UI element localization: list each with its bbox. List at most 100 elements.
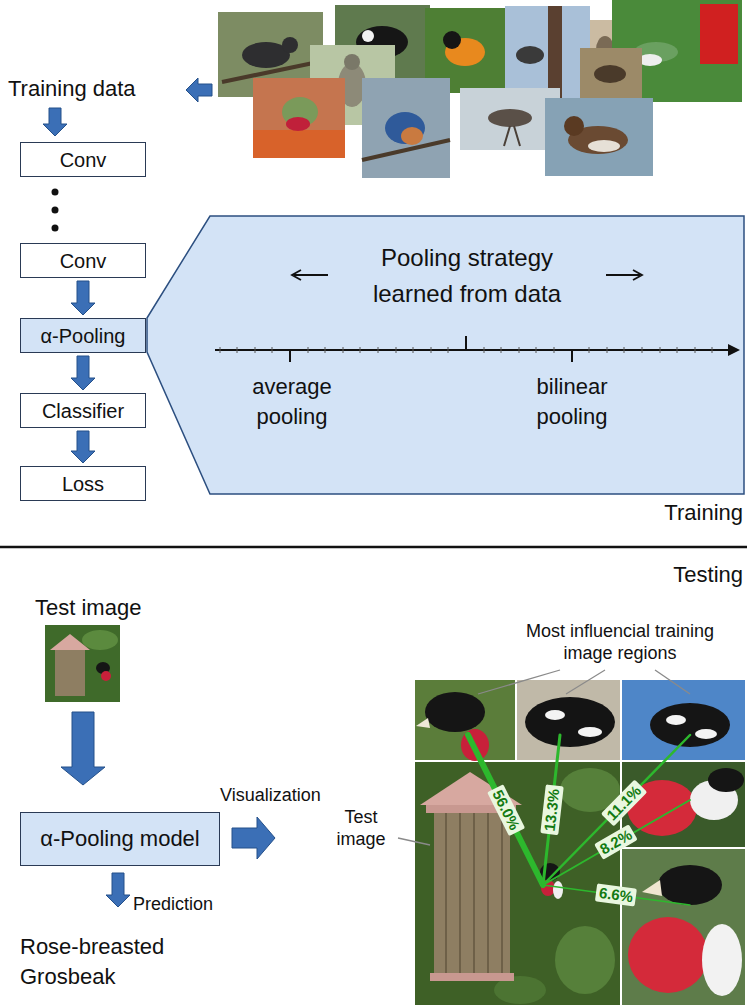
training-photo: [385, 112, 425, 144]
test-photo: [45, 625, 120, 702]
leader-line: [478, 670, 560, 694]
leader-line: [398, 670, 690, 845]
training-photo: [401, 127, 423, 145]
training-photo: [362, 78, 450, 178]
ellipsis-dots: [52, 225, 59, 232]
training-photo: [488, 109, 532, 127]
divider-line: [0, 546, 747, 549]
flow-arrow: [71, 281, 95, 315]
box-label: Conv: [60, 148, 107, 172]
pooling-box: α-Pooling: [20, 318, 146, 353]
test-photo: [446, 813, 502, 973]
axis-arrowhead: [728, 344, 740, 356]
region-photo: [416, 718, 430, 728]
direction-arrow: [633, 270, 642, 280]
strategy-axis: [215, 349, 730, 351]
arrow-label: Prediction: [133, 893, 213, 915]
phase-label: Testing: [673, 562, 743, 588]
box-label: α-Pooling model: [40, 826, 199, 852]
callout-label: Most influencial training image regions: [505, 620, 735, 664]
divider-line: [0, 547, 747, 548]
axis-label: bilinear pooling: [512, 372, 632, 432]
model-box: α-Pooling model: [20, 812, 220, 866]
region-photo: [628, 917, 708, 993]
training-photo: [286, 117, 310, 131]
training-photo: [594, 65, 626, 83]
box-label: Classifier: [42, 399, 124, 423]
ellipsis-dots: [52, 189, 59, 196]
percentage-label: 11.1%: [601, 780, 647, 827]
percentage-label: 13.3%: [540, 785, 563, 835]
training-photo: [588, 140, 620, 152]
region-photo: [622, 849, 745, 1005]
arrow-label: Visualization: [220, 784, 321, 806]
strategy-axis: [215, 336, 730, 362]
training-photo: [362, 30, 374, 42]
training-photo: [564, 116, 584, 136]
training-photo: [253, 78, 345, 158]
leader-line: [398, 838, 430, 845]
percentage-label: 8.2%: [594, 824, 638, 860]
strategy-axis: [290, 350, 572, 362]
layer-box: Conv: [20, 243, 146, 278]
test-photo: [50, 634, 90, 650]
ellipsis-dots: [52, 207, 59, 214]
training-photo: [700, 4, 738, 64]
training-photo: [580, 48, 642, 100]
section-label: Training data: [8, 76, 136, 102]
percentage-label: 56.0%: [487, 784, 525, 835]
influence-line: [468, 735, 690, 905]
box-label: α-Pooling: [41, 324, 126, 348]
box-label: Loss: [62, 472, 104, 496]
block-arrow: [106, 873, 130, 907]
training-photo: [253, 78, 345, 158]
training-photo: [362, 78, 450, 178]
block-arrow: [43, 108, 67, 136]
training-photo: [253, 130, 345, 158]
region-photo: [578, 727, 602, 737]
region-photo: [622, 680, 745, 760]
training-photo: [580, 48, 642, 100]
leader-line: [655, 670, 690, 694]
layer-box: Classifier: [20, 393, 146, 428]
training-photo: [545, 98, 653, 176]
layer-box: Loss: [20, 466, 146, 501]
callout-panel: [147, 216, 744, 494]
training-photo: [443, 31, 461, 49]
direction-arrow: [294, 274, 328, 276]
section-label: Test image: [35, 595, 141, 621]
region-photo: [415, 680, 515, 760]
direction-arrow: [606, 274, 640, 276]
phase-label: Training: [664, 500, 743, 526]
region-photo: [622, 849, 745, 1005]
test-photo: [415, 762, 620, 1005]
region-photo: [425, 692, 485, 732]
test-photo: [553, 881, 563, 899]
training-photo: [504, 126, 520, 146]
direction-arrow: [292, 270, 642, 280]
influence-line: [543, 735, 690, 885]
training-photo: [344, 54, 360, 70]
test-photo: [555, 926, 615, 994]
training-photo: [282, 37, 298, 53]
test-photo: [82, 630, 118, 650]
prediction-text: Rose-breasted Grosbeak: [20, 932, 195, 992]
training-photo: [505, 6, 590, 98]
region-photo: [642, 880, 662, 896]
region-photo: [622, 680, 745, 760]
leader-line: [566, 670, 605, 694]
training-photo: [545, 98, 653, 176]
region-photo: [545, 710, 565, 720]
block-arrow: [232, 817, 275, 859]
region-photo: [525, 697, 615, 747]
training-photo: [505, 6, 590, 98]
layer-box: Conv: [20, 142, 146, 177]
flow-arrow: [71, 356, 95, 390]
test-photo: [415, 762, 620, 1005]
callout-label: Test image: [328, 806, 394, 850]
region-photo: [708, 768, 744, 792]
block-arrow: [186, 78, 212, 102]
test-photo: [101, 671, 111, 681]
training-photo: [516, 46, 544, 64]
